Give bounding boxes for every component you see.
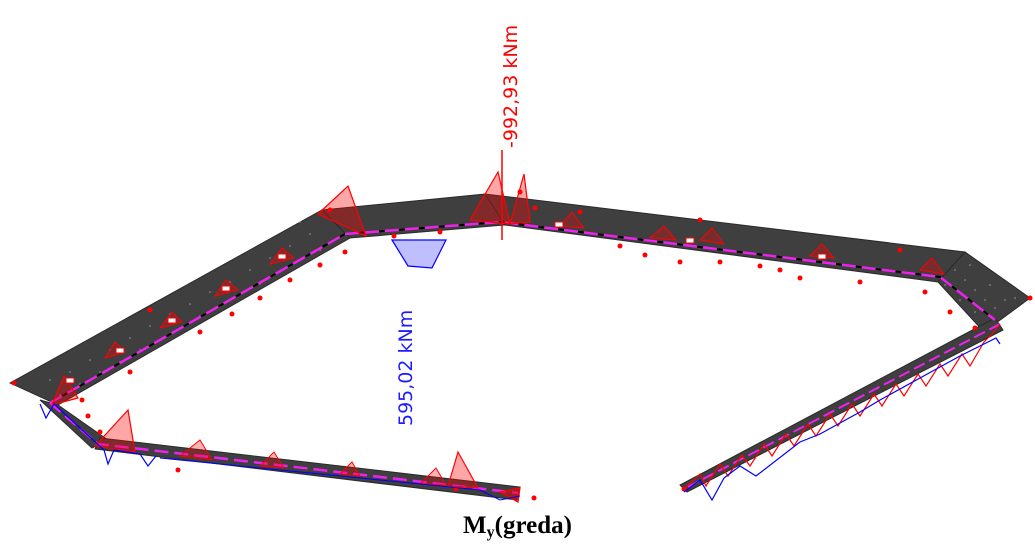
moment-bottom-a: [178, 439, 213, 461]
moment-bottom-c: [338, 461, 361, 477]
moment-joint-left: [93, 408, 136, 453]
moment-bottom-d: [418, 467, 447, 486]
moment-left-a: [103, 341, 126, 359]
caption-subscript: y: [486, 524, 495, 541]
moment-peak-secondary: [509, 173, 531, 225]
section-markers: [65, 221, 827, 384]
moment-top-c: [698, 227, 726, 245]
moment-top-e: [918, 257, 946, 275]
moment-bottom-e: [447, 450, 480, 489]
moment-corner-bottom-left: [50, 374, 79, 406]
min-moment-label: 595,02 kNm: [395, 309, 417, 426]
max-moment-label: -992,93 kNm: [500, 24, 522, 148]
slab-left-diagonal: [8, 209, 351, 406]
positive-moment-diagram: [39, 239, 1001, 502]
slab-structure: [8, 193, 1031, 501]
moment-sag-right: [683, 337, 1001, 502]
moment-top-b: [648, 225, 678, 241]
moment-peak-top: [469, 170, 511, 225]
moment-corner-left: [316, 184, 368, 238]
moment-top-a: [558, 211, 586, 229]
moment-sag-left: [39, 403, 157, 468]
moment-sag-bottom: [159, 457, 521, 501]
caption-symbol: M: [463, 512, 487, 539]
moment-bottom-b: [258, 451, 285, 469]
moment-sag-top: [390, 239, 447, 269]
diagram-caption: My(greda): [0, 512, 1035, 542]
beam-axis-right: [683, 323, 1001, 490]
node-markers: [11, 189, 1033, 501]
moment-bottom-end: [498, 487, 521, 503]
negative-moment-diagram: [11, 150, 1033, 503]
caption-text: (greda): [494, 512, 572, 539]
slab-top-right: [484, 193, 967, 283]
beam-axis-dashed: [49, 220, 996, 405]
moment-right-zigzag: [683, 323, 1001, 490]
